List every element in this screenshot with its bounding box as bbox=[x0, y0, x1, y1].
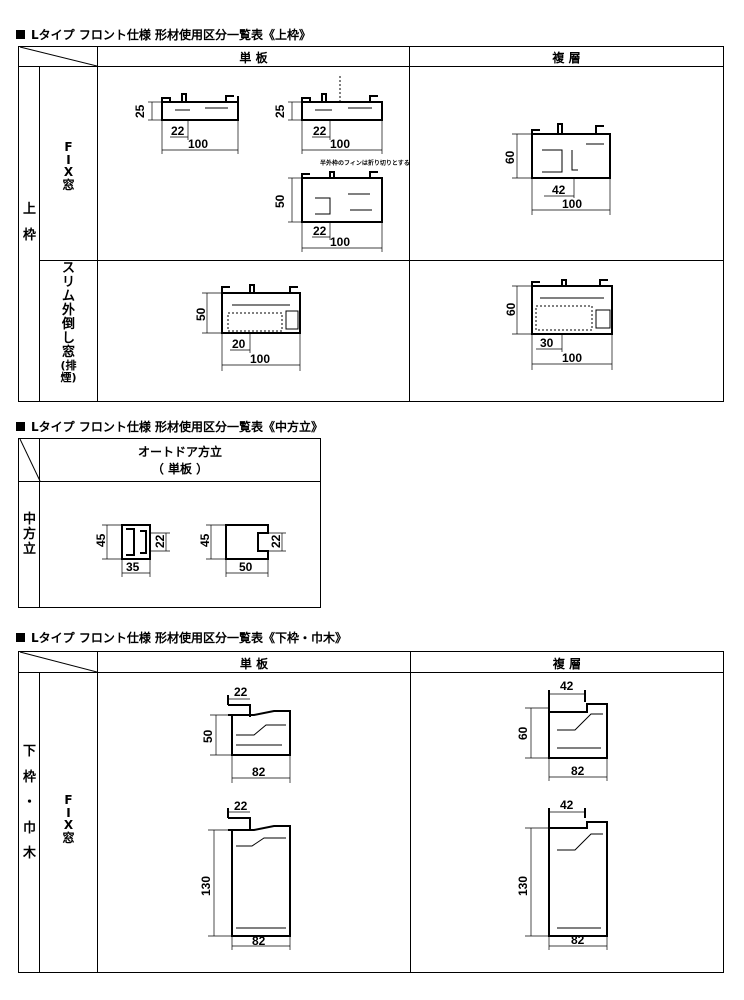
profile-drawing: 50 20 100 bbox=[194, 284, 301, 371]
profile-drawing: 42 60 82 bbox=[516, 679, 608, 781]
profile-drawing: 60 42 100 bbox=[503, 123, 611, 215]
dim-depth: 22 bbox=[313, 124, 327, 138]
header-auto-door-mullion: オートドア方立 bbox=[137, 445, 222, 459]
header-double-glazed: 複 層 bbox=[552, 657, 582, 671]
dim-depth: 22 bbox=[153, 534, 167, 548]
dim-height: 25 bbox=[133, 104, 147, 118]
square-bullet-icon bbox=[16, 422, 25, 431]
header-double-glazed: 複 層 bbox=[552, 51, 581, 65]
dim-depth: 20 bbox=[232, 337, 246, 351]
dim-height: 130 bbox=[516, 876, 530, 896]
dim-width: 82 bbox=[252, 934, 266, 948]
dim-depth: 42 bbox=[552, 183, 566, 197]
dim-top-width: 42 bbox=[560, 798, 574, 812]
profile-drawing: 22 50 82 bbox=[201, 685, 291, 783]
dim-depth: 30 bbox=[540, 336, 554, 350]
profile-drawing: 50 22 100 bbox=[273, 171, 383, 252]
dim-height: 130 bbox=[199, 876, 213, 896]
dim-height: 25 bbox=[273, 104, 287, 118]
dim-height: 45 bbox=[94, 533, 108, 547]
profile-drawing: 45 22 35 bbox=[94, 524, 170, 577]
dim-height: 50 bbox=[194, 307, 208, 321]
header-single-pane-note: （ 単板 ） bbox=[151, 462, 209, 476]
dim-width: 100 bbox=[562, 197, 582, 211]
section-title-top-frame: Lタイプ フロント仕様 形材使用区分一覧表《上枠》 bbox=[16, 26, 311, 43]
header-corner-diagonal bbox=[19, 47, 97, 67]
profile-drawing: 42 130 82 bbox=[516, 798, 608, 950]
row-group-label-bottom-frame: 下枠・巾木 bbox=[22, 744, 36, 862]
dim-width: 100 bbox=[330, 137, 350, 151]
profile-drawing: 60 30 100 bbox=[504, 279, 613, 370]
header-corner-diagonal bbox=[19, 652, 97, 673]
dim-width: 35 bbox=[126, 560, 140, 574]
dim-depth: 22 bbox=[269, 534, 283, 548]
header-single-pane: 単 板 bbox=[239, 657, 269, 671]
row-group-label-mullion: 中方立 bbox=[22, 512, 36, 557]
section-title-bottom-frame: Lタイプ フロント仕様 形材使用区分一覧表《下枠・巾木》 bbox=[16, 629, 347, 646]
row-label-slim-window: スリム外倒し窓(排煙) bbox=[60, 261, 77, 385]
header-single-pane: 単 板 bbox=[239, 51, 268, 65]
dim-width: 100 bbox=[188, 137, 208, 151]
dim-height: 45 bbox=[198, 533, 212, 547]
dim-top-width: 42 bbox=[560, 679, 574, 693]
dim-width: 82 bbox=[571, 764, 585, 778]
profile-drawing: 25 22 100 半外枠のフィンは折り切りとする bbox=[273, 75, 410, 167]
dim-width: 100 bbox=[250, 352, 270, 366]
dim-height: 60 bbox=[504, 302, 518, 316]
dim-width: 82 bbox=[252, 765, 266, 779]
dim-width: 82 bbox=[571, 933, 585, 947]
dim-top-width: 22 bbox=[234, 685, 248, 699]
dim-height: 60 bbox=[503, 150, 517, 164]
square-bullet-icon bbox=[16, 633, 25, 642]
section-title-mullion: Lタイプ フロント仕様 形材使用区分一覧表《中方立》 bbox=[16, 418, 323, 435]
table-mullion: オートドア方立 （ 単板 ） 中方立 bbox=[18, 438, 321, 608]
dim-depth: 22 bbox=[171, 124, 185, 138]
square-bullet-icon bbox=[16, 30, 25, 39]
dim-width: 50 bbox=[239, 560, 253, 574]
row-group-label-top-frame: 上枠 bbox=[22, 202, 36, 243]
dim-height: 60 bbox=[516, 726, 530, 740]
profile-drawing: 22 130 82 bbox=[199, 800, 291, 950]
dim-width: 100 bbox=[330, 235, 350, 249]
dim-depth: 22 bbox=[313, 224, 327, 238]
dim-width: 100 bbox=[562, 351, 582, 365]
dim-height: 50 bbox=[273, 194, 287, 208]
profile-drawing: 25 22 100 bbox=[133, 93, 239, 154]
profile-drawing: 45 22 50 bbox=[198, 524, 286, 577]
fin-note: 半外枠のフィンは折り切りとする bbox=[320, 159, 410, 167]
header-corner-diagonal bbox=[19, 439, 41, 482]
dim-height: 50 bbox=[201, 729, 215, 743]
dim-top-width: 22 bbox=[234, 800, 248, 813]
